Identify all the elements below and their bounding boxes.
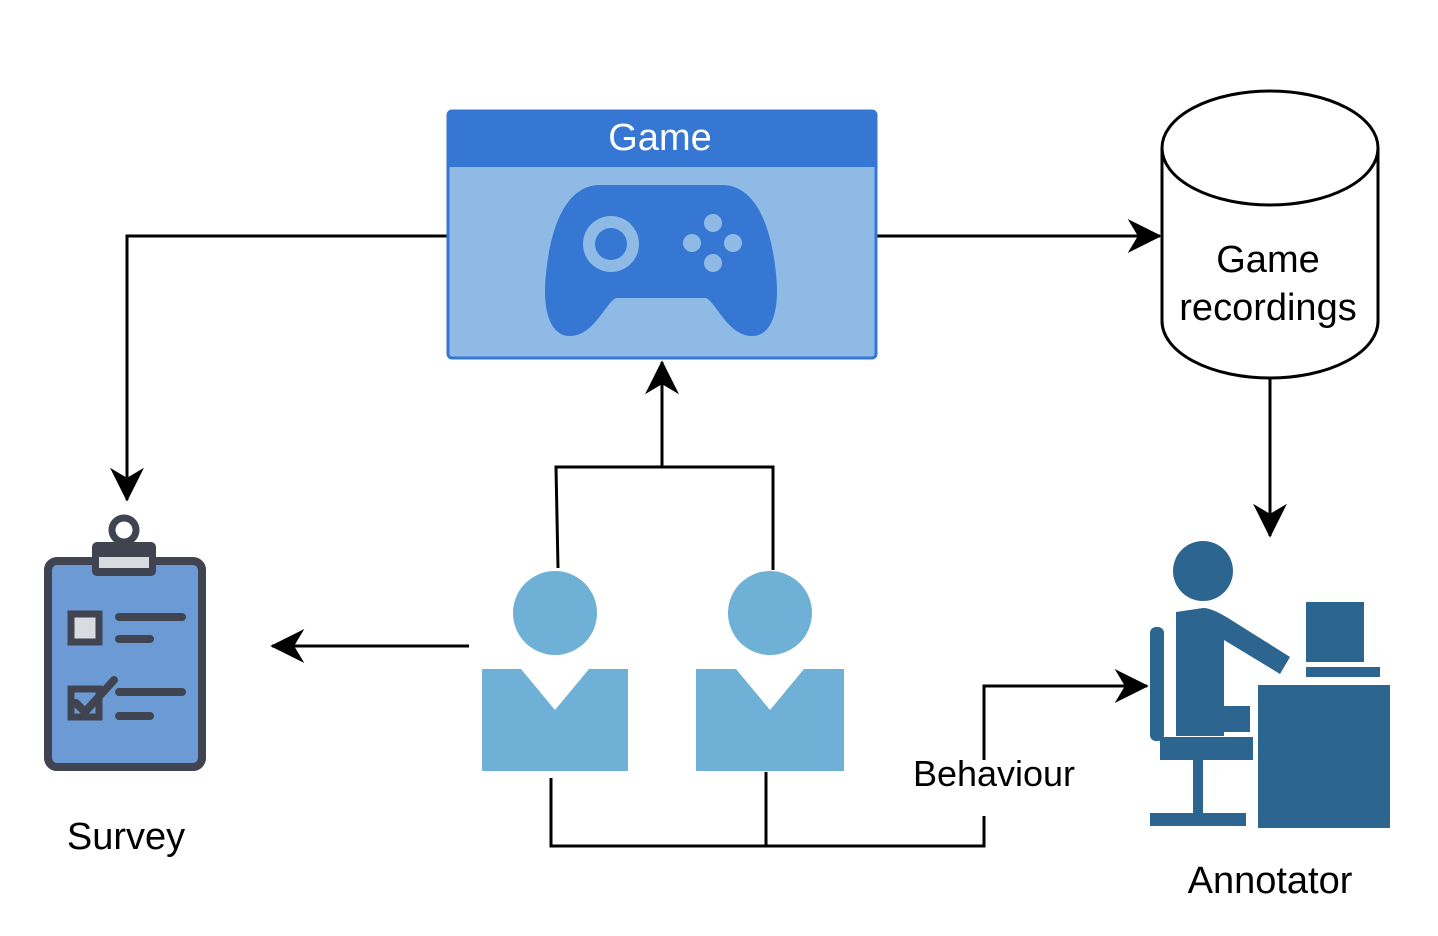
person-at-computer-icon <box>1150 541 1390 828</box>
clipboard-checklist-icon <box>44 514 206 771</box>
edge-behaviour-to-annotator <box>982 669 1149 760</box>
connectors <box>110 219 1287 848</box>
survey-node: Survey <box>44 514 206 858</box>
edge-game-to-survey <box>110 234 448 502</box>
game-recordings-label-line2: recordings <box>1179 287 1356 329</box>
game-recordings-label-line1: Game <box>1216 239 1319 281</box>
user-icon <box>696 571 844 771</box>
gamepad-icon <box>545 185 777 336</box>
annotator-label: Annotator <box>1188 860 1353 902</box>
behaviour-label: Behaviour <box>913 753 1075 794</box>
game-header <box>448 111 876 167</box>
game-recordings-node: Game recordings <box>1160 89 1380 380</box>
edge-participant-left-to-game <box>554 465 775 570</box>
game-node: Game <box>446 109 878 360</box>
game-title: Game <box>608 117 711 159</box>
survey-label: Survey <box>67 816 185 858</box>
annotator-node: Annotator <box>1150 541 1390 902</box>
participant-left <box>482 571 628 771</box>
participant-right <box>696 571 844 771</box>
database-cylinder-icon <box>1160 89 1380 380</box>
user-icon <box>482 571 628 771</box>
